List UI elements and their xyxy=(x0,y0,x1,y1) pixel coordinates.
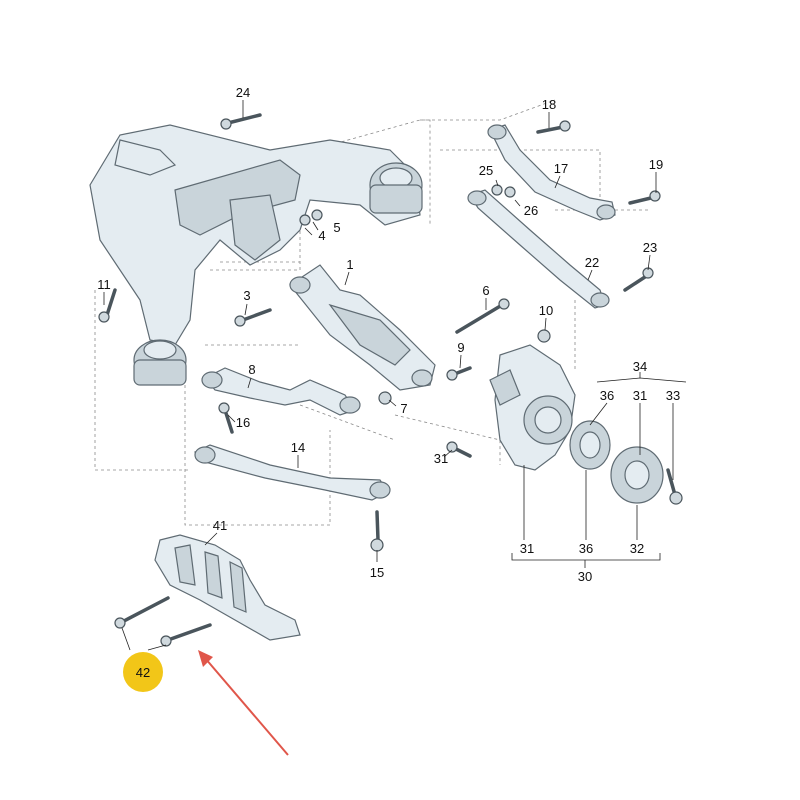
callout-18: 18 xyxy=(542,97,556,112)
callout-41: 41 xyxy=(213,518,227,533)
callout-36-top: 36 xyxy=(600,388,614,403)
wheel-bearing xyxy=(569,420,611,470)
callout-14: 14 xyxy=(291,440,305,455)
callout-30: 30 xyxy=(578,569,592,584)
callout-4: 4 xyxy=(318,228,325,243)
callout-11: 11 xyxy=(97,277,111,292)
callout-labels: 24 18 19 17 25 26 5 4 23 22 1 11 6 3 10 … xyxy=(97,85,680,680)
wheel-carrier xyxy=(489,344,576,471)
callout-31-top: 31 xyxy=(633,388,647,403)
underbody-guard xyxy=(154,534,301,641)
callout-36-bottom: 36 xyxy=(579,541,593,556)
callout-6: 6 xyxy=(482,283,489,298)
camber-link-8 xyxy=(201,367,361,416)
callout-33: 33 xyxy=(666,388,680,403)
callout-42: 42 xyxy=(136,665,150,680)
upper-control-arm-17 xyxy=(487,124,616,221)
lower-control-arm xyxy=(289,264,436,391)
wheel-hub xyxy=(610,446,664,504)
callout-23: 23 xyxy=(643,240,657,255)
trailing-link-14 xyxy=(193,444,391,501)
callout-32: 32 xyxy=(630,541,644,556)
callout-17: 17 xyxy=(554,161,568,176)
callout-19: 19 xyxy=(649,157,663,172)
callout-3: 3 xyxy=(243,288,250,303)
callout-9: 9 xyxy=(457,340,464,355)
highlight-arrow xyxy=(198,650,289,756)
bolts xyxy=(98,113,683,647)
callout-24: 24 xyxy=(236,85,250,100)
callout-7: 7 xyxy=(400,401,407,416)
callout-31-left: 31 xyxy=(434,451,448,466)
assembly-frame-lines xyxy=(94,99,650,526)
callout-26: 26 xyxy=(524,203,538,218)
callout-31-bottom: 31 xyxy=(520,541,534,556)
callout-16: 16 xyxy=(236,415,250,430)
callout-25: 25 xyxy=(479,163,493,178)
callout-22: 22 xyxy=(585,255,599,270)
highlight-circle-42 xyxy=(123,652,163,692)
callout-34: 34 xyxy=(633,359,647,374)
toe-link-22 xyxy=(467,189,610,309)
leader-lines xyxy=(103,100,687,651)
callout-1: 1 xyxy=(346,257,353,272)
callout-15: 15 xyxy=(370,565,384,580)
callout-5: 5 xyxy=(333,220,340,235)
callout-10: 10 xyxy=(539,303,553,318)
callout-8: 8 xyxy=(248,362,255,377)
rear-subframe xyxy=(89,124,423,386)
